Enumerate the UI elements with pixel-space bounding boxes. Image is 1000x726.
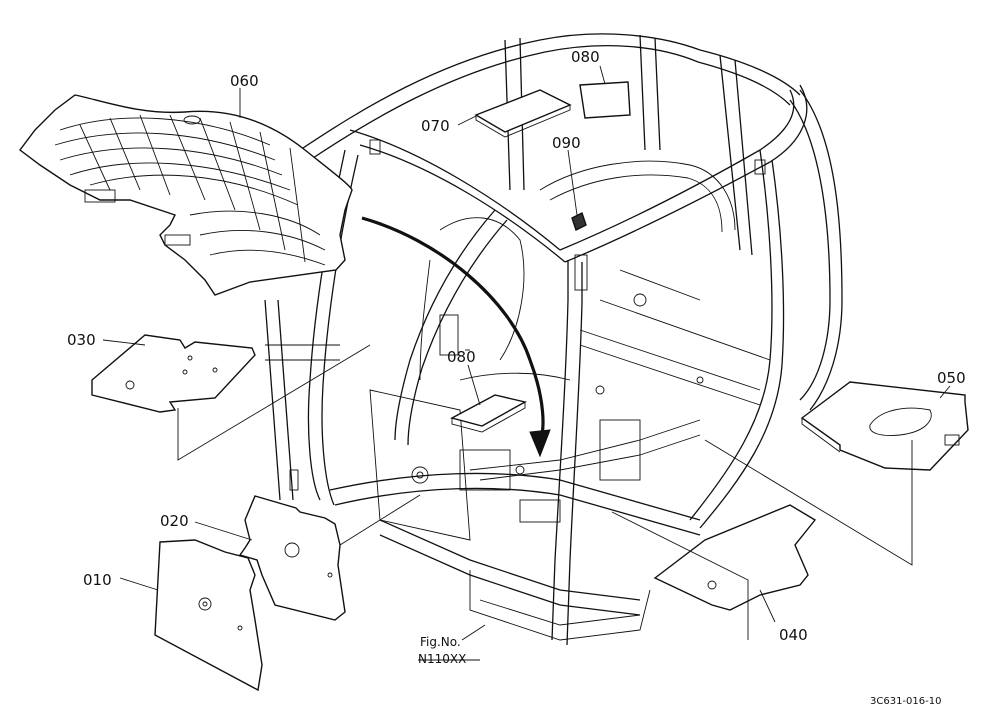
part-040-floor-mat bbox=[653, 504, 817, 611]
part-010-panel bbox=[154, 539, 263, 692]
part-090-pad bbox=[571, 212, 587, 231]
callout-060: 060 bbox=[230, 72, 259, 90]
part-060-roof-mat bbox=[19, 94, 353, 296]
callout-080-upper: 080 bbox=[571, 48, 600, 66]
part-020-panel bbox=[238, 495, 346, 621]
cab-frame bbox=[264, 33, 843, 646]
callout-050: 050 bbox=[937, 369, 966, 387]
part-070-panel bbox=[474, 89, 572, 138]
callout-070: 070 bbox=[421, 117, 450, 135]
leader-lines bbox=[102, 65, 951, 661]
part-030-panel bbox=[91, 334, 256, 413]
callout-030: 030 bbox=[67, 331, 96, 349]
figure-ref-line2: N110XX bbox=[418, 652, 466, 666]
callout-080-lower: 080 bbox=[447, 348, 476, 366]
callout-020: 020 bbox=[160, 512, 189, 530]
callout-labels: 060 070 080 090 030 080 050 020 010 040 … bbox=[67, 48, 966, 707]
callout-090: 090 bbox=[552, 134, 581, 152]
part-080-lower-panel bbox=[450, 394, 527, 433]
part-050-floor-mat bbox=[800, 381, 969, 471]
figure-ref-line1: Fig.No. bbox=[420, 635, 461, 649]
part-080-upper-panel bbox=[579, 81, 631, 119]
callout-010: 010 bbox=[83, 571, 112, 589]
callout-040: 040 bbox=[779, 626, 808, 644]
drawing-number: 3C631-016-10 bbox=[870, 696, 941, 707]
direction-arrow bbox=[361, 216, 551, 458]
